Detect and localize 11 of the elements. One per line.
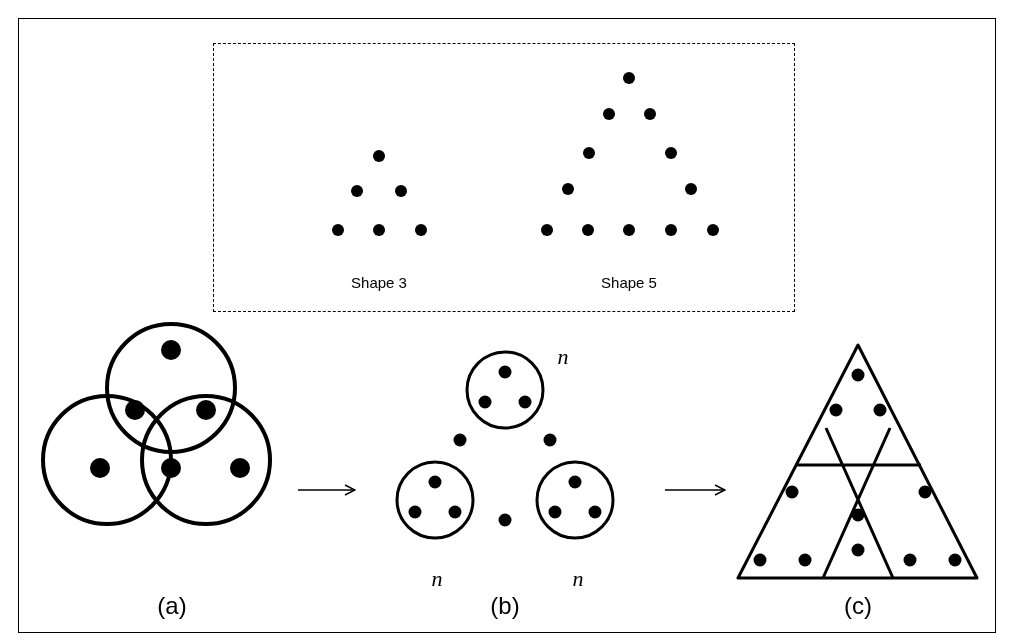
shape-label: Shape 5 xyxy=(601,275,657,290)
variable-label: n xyxy=(572,568,584,590)
figure-caption: (b) xyxy=(490,594,520,618)
figure-caption: (c) xyxy=(844,594,872,618)
variable-label: n xyxy=(557,346,569,368)
arrow xyxy=(664,484,726,496)
shape-label: Shape 3 xyxy=(351,275,407,290)
variable-label: n xyxy=(431,568,443,590)
arrow xyxy=(297,484,356,496)
dashed-frame xyxy=(213,43,795,312)
figure-caption: (a) xyxy=(157,594,187,618)
